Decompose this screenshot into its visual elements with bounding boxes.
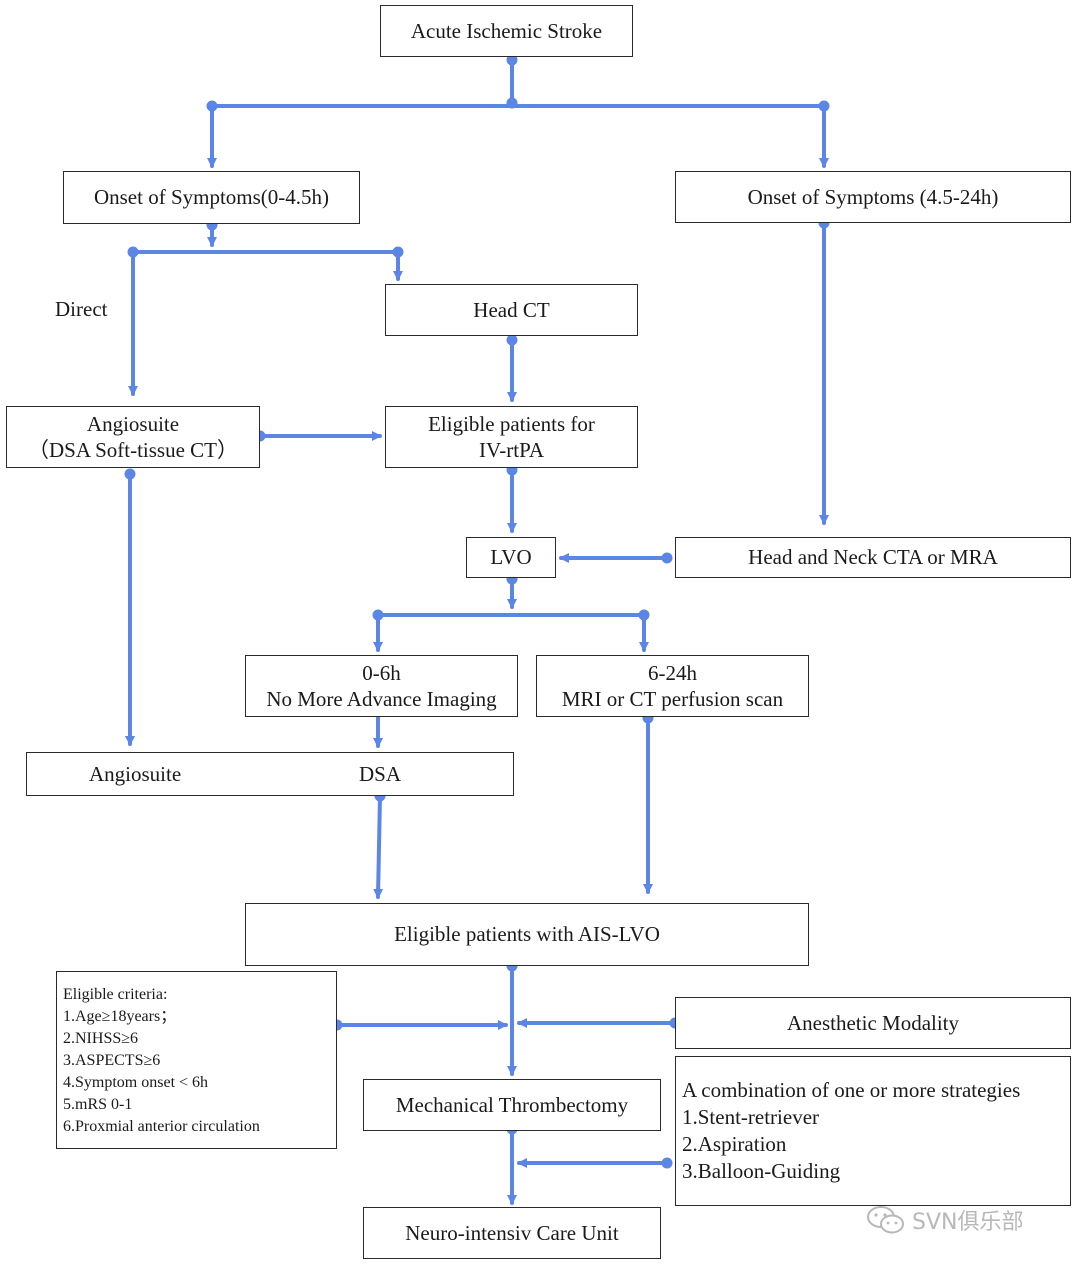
node-window-0-6h-line2: No More Advance Imaging [266, 687, 497, 711]
node-head-ct: Head CT [385, 284, 638, 336]
eligible-criteria-item: 1.Age≥18years； [63, 1008, 177, 1025]
node-lvo-text: LVO [490, 545, 532, 570]
node-acute-ischemic-stroke-text: Acute Ischemic Stroke [410, 18, 603, 43]
node-mechanical-thrombectomy: Mechanical Thrombectomy [363, 1079, 661, 1131]
connector-dot [206, 100, 218, 112]
connector-dot [124, 468, 136, 480]
connector-dot [372, 609, 384, 621]
connector-dot [661, 552, 673, 564]
connector-line [373, 794, 384, 899]
node-neuro-intensive-care-unit-text: Neuro-intensiv Care Unit [405, 1220, 619, 1245]
strategies-item: 1.Stent-retriever [682, 1105, 820, 1129]
node-eligible-iv-rtpa-line2: IV-rtPA [479, 438, 544, 462]
eligible-criteria-item: 6.Proxmial anterior circulation [63, 1118, 260, 1135]
eligible-criteria-item: 2.NIHSS≥6 [63, 1030, 139, 1047]
strategies-item: 3.Balloon-Guiding [682, 1159, 841, 1183]
eligible-criteria-item: 4.Symptom onset < 6h [63, 1074, 209, 1091]
node-eligible-ais-lvo: Eligible patients with AIS-LVO [245, 903, 809, 966]
connector-dot [818, 100, 830, 112]
node-onset-4.5-24h-text: Onset of Symptoms (4.5-24h) [747, 184, 999, 209]
node-eligible-iv-rtpa-line1: Eligible patients for [428, 411, 595, 436]
node-angiosuite-soft-tissue-ct-line2: （DSA Soft-tissue CT） [27, 438, 239, 462]
node-angiosuite-dsa: Angiosuite DSA [26, 752, 514, 796]
connector-dot [506, 97, 518, 109]
node-head-ct-text: Head CT [473, 297, 550, 322]
eligible-criteria-item: 5.mRS 0-1 [63, 1096, 133, 1113]
connector-dot [661, 1157, 673, 1169]
node-window-0-6h: 0-6h No More Advance Imaging [245, 655, 518, 717]
node-acute-ischemic-stroke: Acute Ischemic Stroke [380, 5, 633, 57]
node-onset-0-4.5h-text: Onset of Symptoms(0-4.5h) [93, 185, 330, 210]
connector-dot [506, 334, 518, 346]
node-head-neck-cta-mra-text: Head and Neck CTA or MRA [748, 545, 998, 570]
node-window-6-24h-line2: MRI or CT perfusion scan [561, 687, 784, 711]
strategies-box: A combination of one or more strategies … [675, 1056, 1071, 1206]
node-anesthetic-modality-text: Anesthetic Modality [786, 1010, 960, 1035]
node-neuro-intensive-care-unit: Neuro-intensiv Care Unit [363, 1207, 661, 1259]
strategies-item: 2.Aspiration [682, 1132, 787, 1156]
watermark-text: SVN俱乐部 [912, 1210, 1024, 1235]
node-lvo: LVO [466, 537, 556, 578]
node-onset-4.5-24h: Onset of Symptoms (4.5-24h) [675, 171, 1071, 223]
eligible-criteria-title: Eligible criteria: [63, 986, 168, 1003]
watermark: SVN俱乐部 [866, 1204, 1023, 1236]
node-window-6-24h-line1: 6-24h [648, 660, 697, 685]
node-window-6-24h: 6-24h MRI or CT perfusion scan [536, 655, 809, 717]
connector-dot [506, 54, 518, 66]
node-angiosuite-dsa-left-text: Angiosuite [89, 762, 182, 786]
eligible-criteria-item: 3.ASPECTS≥6 [63, 1052, 161, 1069]
label-direct: Direct [55, 297, 108, 321]
node-onset-0-4.5h: Onset of Symptoms(0-4.5h) [63, 171, 360, 224]
node-angiosuite-soft-tissue-ct: Angiosuite （DSA Soft-tissue CT） [6, 406, 260, 468]
connector-dot [392, 246, 404, 258]
node-anesthetic-modality: Anesthetic Modality [675, 997, 1071, 1049]
node-eligible-ais-lvo-text: Eligible patients with AIS-LVO [394, 922, 660, 947]
node-mechanical-thrombectomy-text: Mechanical Thrombectomy [395, 1092, 629, 1117]
node-angiosuite-soft-tissue-ct-line1: Angiosuite [86, 411, 180, 436]
connector-dot [638, 609, 650, 621]
node-eligible-iv-rtpa: Eligible patients for IV-rtPA [385, 406, 638, 468]
node-window-0-6h-line1: 0-6h [362, 660, 401, 685]
wechat-icon [867, 1206, 904, 1234]
eligible-criteria-box: Eligible criteria: 1.Age≥18years； 2.NIHS… [56, 971, 337, 1149]
node-angiosuite-dsa-right-text: DSA [359, 762, 402, 786]
strategies-title: A combination of one or more strategies [682, 1078, 1021, 1102]
node-head-neck-cta-mra: Head and Neck CTA or MRA [675, 537, 1071, 578]
connector-dot [127, 246, 139, 258]
